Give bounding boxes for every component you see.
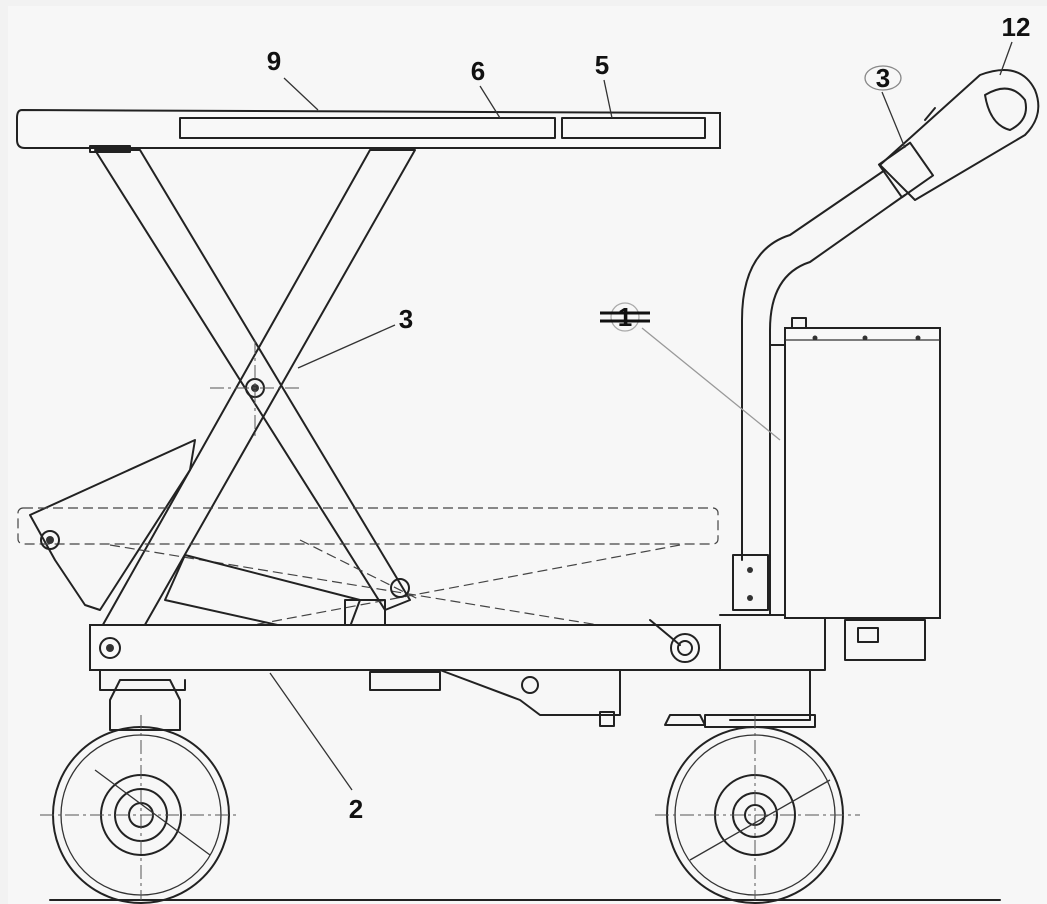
rear-drive-wheel xyxy=(655,715,860,904)
leader-12 xyxy=(999,41,1013,76)
callout-2: 2 xyxy=(349,794,363,824)
control-box xyxy=(769,317,941,661)
callout-3-arm: 3 xyxy=(399,304,413,334)
leader-9 xyxy=(283,77,319,111)
leader-3-handle xyxy=(881,91,906,149)
leader-1 xyxy=(641,327,781,441)
table-label-plate-short xyxy=(561,117,706,139)
base-frame xyxy=(89,614,826,728)
steering-handle xyxy=(732,69,1040,611)
callout-12: 12 xyxy=(1002,12,1031,42)
callout-5: 5 xyxy=(595,50,609,80)
leader-2 xyxy=(269,672,353,791)
callout-9: 9 xyxy=(267,46,281,76)
callout-3-handle: 3 xyxy=(876,63,890,93)
table-top xyxy=(16,108,721,153)
leader-3-arm xyxy=(297,324,396,369)
front-caster-wheel xyxy=(40,679,240,904)
callout-labels: 9 6 5 12 3 3 1 2 xyxy=(267,12,1031,824)
callout-leaders xyxy=(269,41,1013,791)
callout-1: 1 xyxy=(618,302,632,332)
leader-5 xyxy=(603,79,613,119)
callout-6: 6 xyxy=(471,56,485,86)
table-label-plate-long xyxy=(179,117,556,139)
leader-6 xyxy=(479,85,501,119)
